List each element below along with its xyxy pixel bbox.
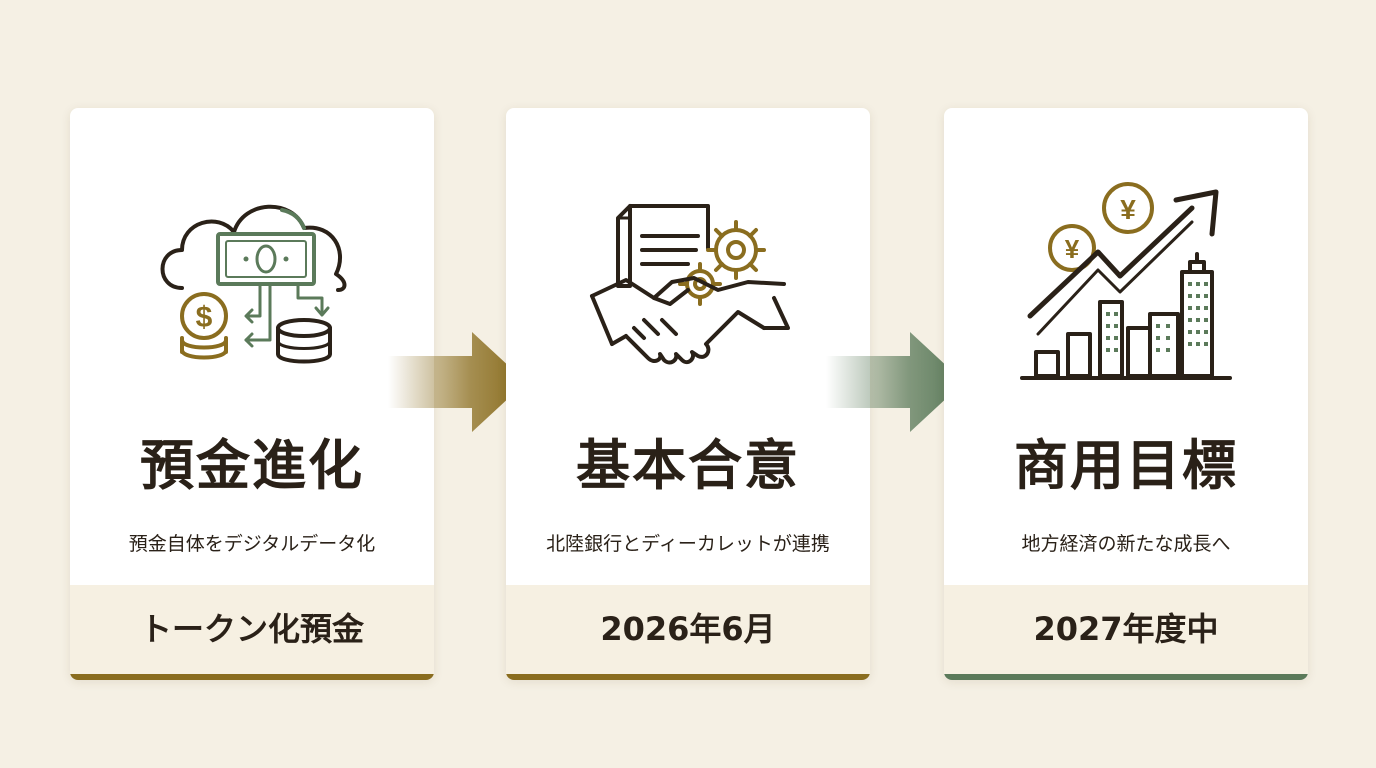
arrow-right-icon bbox=[826, 332, 966, 432]
step-card-basic-agreement: 基本合意 北陸銀行とディーカレットが連携 2026年6月 bbox=[506, 108, 870, 680]
step-title: 基本合意 bbox=[576, 433, 800, 497]
step-card-deposit-evolution: $ 預金進化 預金自体をデジタルデータ化 トークン化預金 bbox=[70, 108, 434, 680]
step-footer-label: 2027年度中 bbox=[944, 585, 1308, 674]
step-description: 北陸銀行とディーカレットが連携 bbox=[546, 533, 830, 555]
growth-chart-city-icon: ¥ ¥ bbox=[944, 178, 1308, 408]
step-title: 預金進化 bbox=[140, 433, 364, 497]
step-footer-label: トークン化預金 bbox=[70, 585, 434, 674]
cloud-money-icon: $ bbox=[70, 178, 434, 408]
handshake-document-gear-icon bbox=[506, 178, 870, 408]
svg-text:$: $ bbox=[196, 301, 213, 334]
accent-bar bbox=[70, 674, 434, 680]
step-footer-label: 2026年6月 bbox=[506, 585, 870, 674]
accent-bar bbox=[944, 674, 1308, 680]
svg-text:¥: ¥ bbox=[1120, 194, 1136, 225]
step-description: 地方経済の新たな成長へ bbox=[1021, 533, 1231, 555]
step-description: 預金自体をデジタルデータ化 bbox=[128, 533, 376, 555]
arrow-right-icon bbox=[388, 332, 528, 432]
accent-bar bbox=[506, 674, 870, 680]
step-card-commercial-target: ¥ ¥ bbox=[944, 108, 1308, 680]
step-title: 商用目標 bbox=[1014, 433, 1238, 497]
svg-text:¥: ¥ bbox=[1065, 234, 1080, 264]
